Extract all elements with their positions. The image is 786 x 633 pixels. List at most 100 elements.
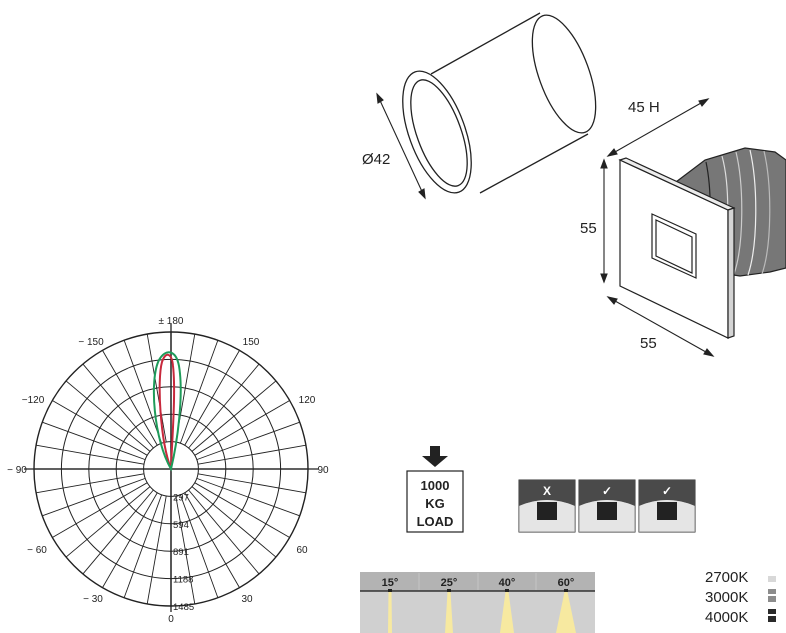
color-temp-label: 3000K	[705, 589, 748, 606]
polar-angle-label: 0	[168, 614, 174, 625]
beam-angle-label: 40°	[499, 577, 516, 589]
polar-ring-label: 891	[173, 547, 189, 558]
color-temp-swatch	[768, 596, 776, 602]
polar-ring-label: 297	[173, 492, 189, 503]
polar-ring-label: 1485	[173, 602, 194, 613]
polar-spoke	[188, 363, 260, 449]
polar-spoke	[123, 494, 163, 598]
polar-spoke	[184, 350, 240, 446]
polar-angle-label: 90	[317, 465, 329, 476]
color-temp-swatch	[768, 616, 776, 622]
polar-angle-label: − 150	[78, 337, 104, 348]
polar-spoke	[194, 400, 290, 456]
polar-spoke	[102, 492, 158, 588]
installation-mark: X	[543, 484, 551, 498]
polar-ring-labels: 297 594 891 1188 1485	[173, 492, 194, 613]
polar-spoke	[179, 340, 219, 444]
installation-icon-2: ✓	[578, 479, 636, 533]
installation-mark: ✓	[662, 484, 672, 498]
polar-spoke	[52, 400, 148, 456]
polar-angle-label: ± 180	[159, 316, 184, 327]
polar-spoke	[184, 492, 240, 588]
diameter-label: Ø42	[362, 151, 390, 168]
beam-source	[564, 589, 568, 592]
load-unit: KG	[425, 496, 445, 511]
polar-spoke	[194, 482, 290, 538]
side-height-label: 55	[580, 220, 597, 237]
installation-icons: X ✓ ✓	[518, 479, 696, 533]
polar-spoke	[36, 473, 145, 494]
installation-icon-3: ✓	[638, 479, 696, 533]
polar-spoke	[36, 444, 145, 465]
polar-spoke	[197, 444, 306, 465]
load-rating: 1000 KG LOAD	[406, 446, 464, 533]
polar-spoke	[188, 489, 260, 575]
polar-angle-label: − 30	[83, 594, 103, 605]
depth-label: 45 H	[628, 99, 660, 116]
down-arrow-icon	[422, 446, 448, 467]
polar-spoke	[191, 380, 277, 452]
polar-spoke	[196, 477, 300, 517]
beam-source	[447, 589, 451, 592]
polar-spoke	[146, 334, 167, 443]
beam-source	[505, 589, 509, 592]
color-temp-swatch	[768, 589, 776, 594]
color-temp-label: 2700K	[705, 569, 748, 586]
polar-spoke	[82, 489, 154, 575]
beam-source	[388, 589, 392, 592]
diameter-arrow	[376, 92, 426, 200]
polar-angle-label: 30	[241, 594, 253, 605]
polar-angle-label: −120	[22, 395, 45, 406]
polar-ring-label: 594	[173, 520, 189, 531]
color-temp-label: 4000K	[705, 609, 748, 626]
beam-cone	[445, 592, 453, 633]
polar-spoke	[123, 340, 163, 444]
polar-spoke	[42, 421, 146, 461]
polar-spoke	[191, 486, 277, 558]
polar-spoke	[82, 363, 154, 449]
polar-angle-label: − 90	[7, 465, 27, 476]
polar-spoke	[197, 473, 306, 494]
polar-spoke	[146, 495, 167, 604]
installation-mark: ✓	[602, 484, 612, 498]
polar-spoke	[65, 380, 151, 452]
beam-angle-label: 15°	[382, 577, 399, 589]
installation-icon-1: X	[518, 479, 576, 533]
beam-angle-label: 25°	[441, 577, 458, 589]
width-arrow	[606, 296, 715, 357]
color-temp-swatch	[768, 576, 776, 582]
distribution-curve-c0	[158, 353, 176, 470]
height-arrow	[600, 158, 608, 284]
polar-spoke	[179, 494, 219, 598]
beam-cone	[388, 592, 392, 633]
polar-angle-label: 150	[243, 337, 260, 348]
polar-angle-labels: ± 180 150 120 90 60 30 0 − 30 − 60 − 90 −120 − 150	[7, 316, 329, 625]
beam-cone	[556, 592, 576, 633]
polar-spoke	[196, 421, 300, 461]
beam-angle-strip: 15° 25° 40° 60°	[360, 572, 595, 633]
load-box	[406, 470, 464, 533]
square-trim-drawing	[618, 147, 786, 339]
polar-spoke	[65, 486, 151, 558]
polar-spoke	[175, 495, 196, 604]
depth-arrow	[606, 98, 710, 157]
polar-spoke	[42, 477, 146, 517]
polar-spoke	[102, 350, 158, 446]
distribution-curve-c90	[152, 351, 182, 472]
load-word: LOAD	[417, 514, 454, 529]
cylinder-housing-drawing	[402, 12, 597, 194]
color-temp-swatch	[768, 609, 776, 614]
load-value: 1000	[421, 478, 450, 493]
side-width-label: 55	[640, 335, 657, 352]
beam-angle-label: 60°	[558, 577, 575, 589]
polar-spoke	[52, 482, 148, 538]
polar-angle-label: 120	[299, 395, 316, 406]
beam-cone	[500, 592, 514, 633]
beam-cones: 15° 25° 40° 60°	[382, 573, 576, 633]
polar-angle-label: − 60	[27, 545, 47, 556]
polar-angle-label: 60	[296, 545, 308, 556]
color-temperature-legend: 2700K 3000K 4000K	[705, 569, 776, 626]
polar-ring-label: 1188	[173, 575, 193, 586]
